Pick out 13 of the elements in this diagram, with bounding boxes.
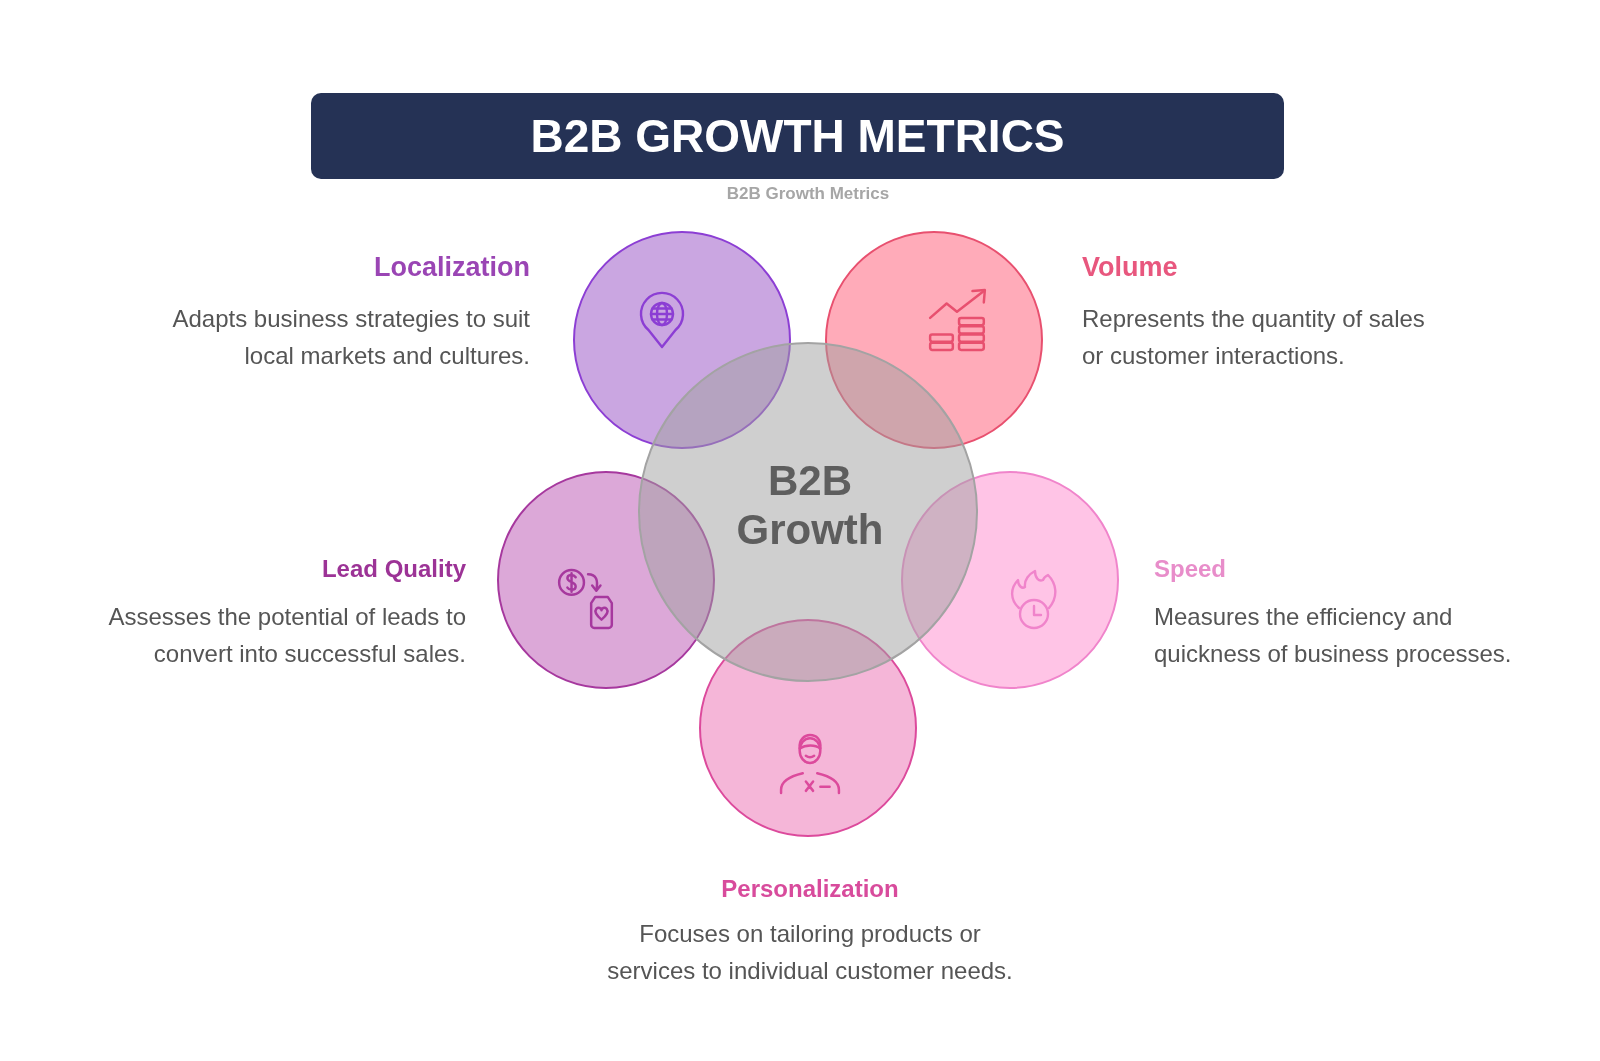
title-banner: B2B GROWTH METRICS <box>311 93 1284 179</box>
metric-description: Represents the quantity of sales or customer interactions. <box>1082 304 1426 371</box>
metric-heading: Localization <box>374 252 530 284</box>
metric-heading: Personalization <box>721 875 899 903</box>
metric-heading: Lead Quality <box>321 555 466 583</box>
metric-description: Adapts business strategies to suit local markets and cultures. <box>171 304 530 371</box>
faded-subtitle: B2B Growth Metrics <box>726 184 890 204</box>
center-label: B2B Growth <box>736 456 884 554</box>
metric-heading: Speed <box>1154 555 1227 583</box>
metric-description: Measures the efficiency and quickness of business processes. <box>1154 602 1513 669</box>
metric-description: Assesses the potential of leads to convert into successful sales. <box>107 602 466 669</box>
metric-description: Focuses on tailoring products or services to individual customer needs. <box>606 919 1014 986</box>
metric-heading: Volume <box>1082 252 1178 284</box>
